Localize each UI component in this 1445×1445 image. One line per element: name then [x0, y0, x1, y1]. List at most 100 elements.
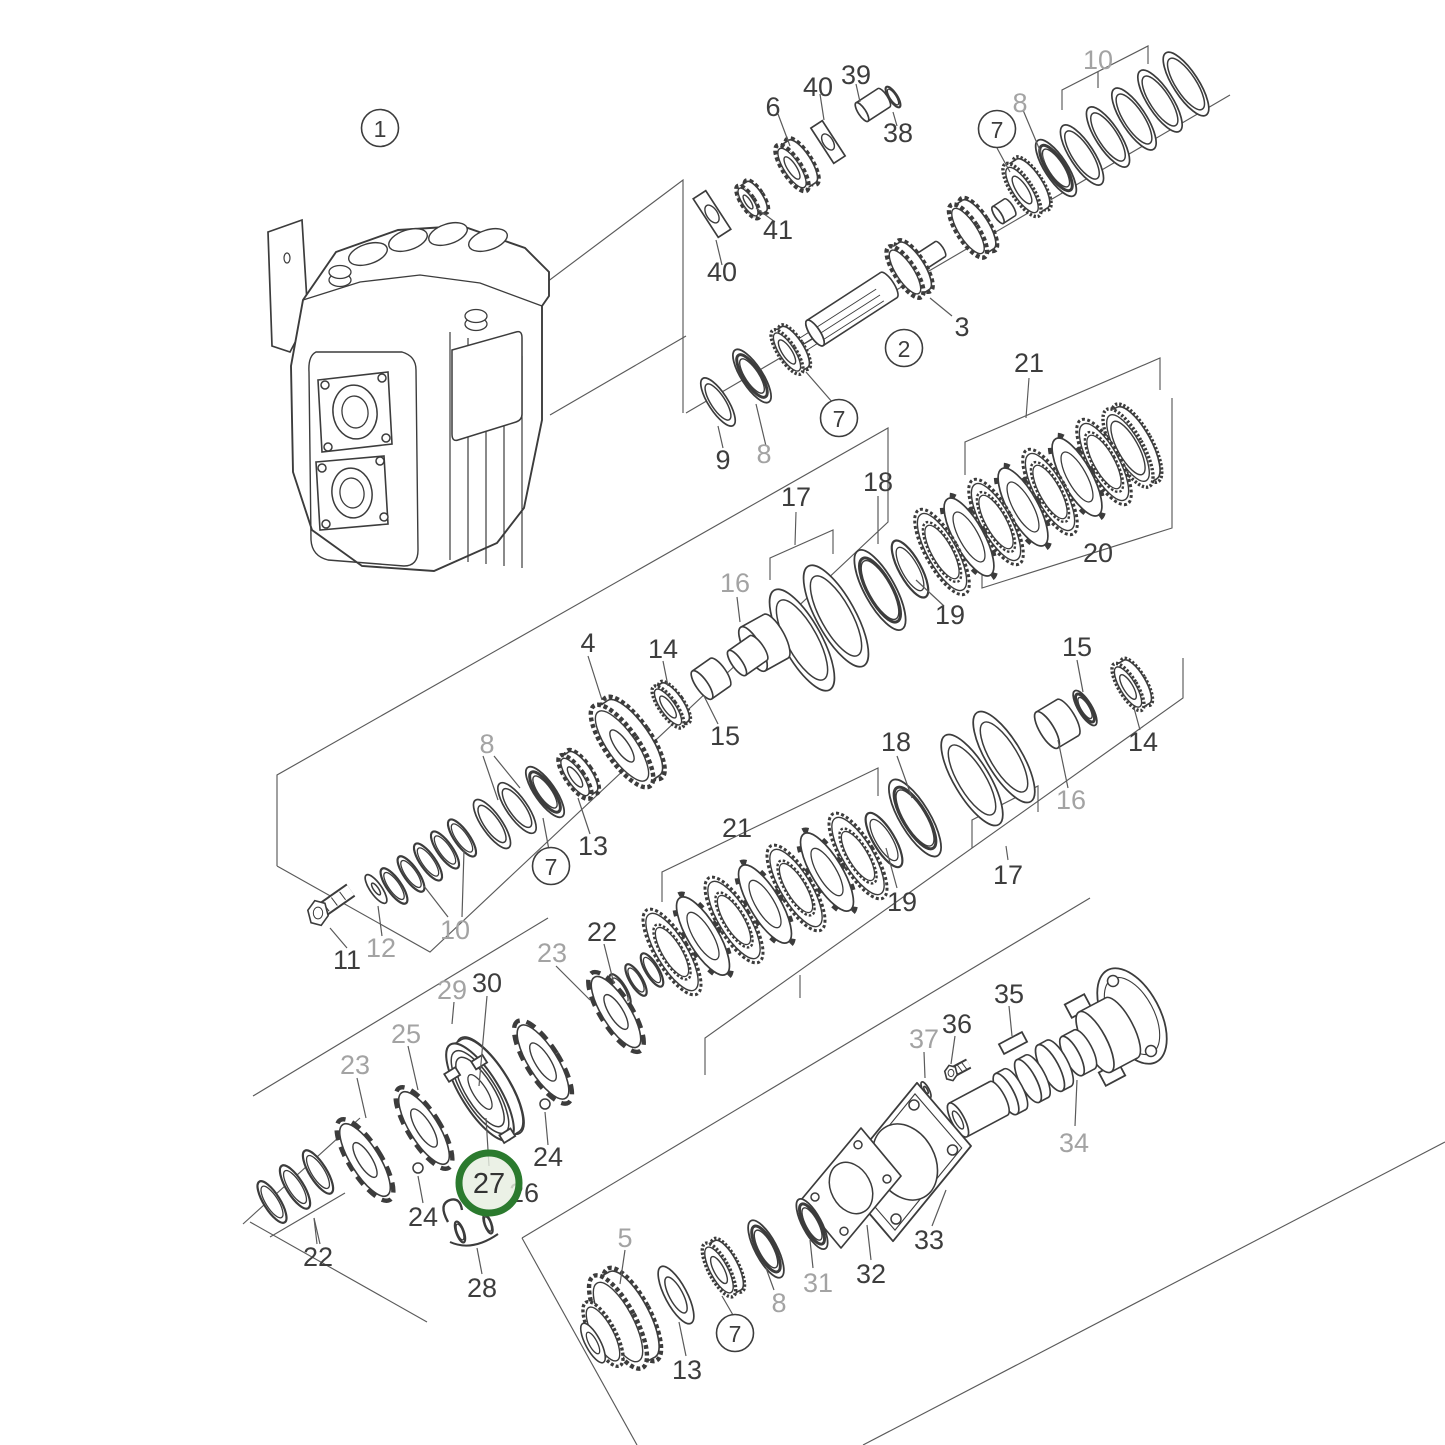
part-number-label[interactable]: 25 — [391, 1019, 421, 1049]
part-number-label[interactable]: 19 — [887, 887, 917, 917]
part-number-label[interactable]: 23 — [340, 1050, 370, 1080]
bracket-line — [249, 1221, 428, 1323]
leader-line — [329, 927, 348, 949]
part-number-label[interactable]: 5 — [617, 1223, 632, 1253]
part-number-label[interactable]: 19 — [935, 600, 965, 630]
part-cylinder-body — [1079, 997, 1138, 1073]
part-number-label[interactable]: 21 — [722, 813, 752, 843]
assembly-callout-number[interactable]: 7 — [833, 406, 846, 432]
part-ball — [908, 1099, 920, 1111]
part-number-label[interactable]: 34 — [1059, 1128, 1089, 1158]
part-number-label[interactable]: 29 — [437, 975, 467, 1005]
part-ring — [975, 490, 1017, 554]
part-ring — [709, 1255, 729, 1285]
assembly-callout-number[interactable]: 7 — [545, 854, 558, 880]
assembly-callout-circle[interactable] — [884, 328, 924, 368]
part-number-label[interactable]: 33 — [914, 1225, 944, 1255]
part-ring — [978, 494, 1014, 550]
part-number-label[interactable]: 38 — [883, 118, 913, 148]
part-number-label[interactable]: 8 — [771, 1288, 786, 1318]
assembly-callout-circle[interactable] — [977, 109, 1017, 149]
part-number-label[interactable]: 12 — [366, 933, 396, 963]
bracket-line — [661, 767, 879, 902]
assembly-callout-number[interactable]: 7 — [991, 117, 1004, 143]
leader-line — [407, 1045, 419, 1091]
part-ring — [260, 1185, 284, 1219]
part-number-label[interactable]: 31 — [803, 1268, 833, 1298]
assembly-callout-circle[interactable] — [360, 108, 400, 148]
part-ring — [854, 101, 870, 123]
part-ring — [416, 847, 440, 877]
part-ring — [979, 721, 1029, 793]
part-number-label[interactable]: 6 — [765, 92, 780, 122]
part-number-label[interactable]: 16 — [1056, 785, 1086, 815]
part-ring — [528, 770, 562, 814]
part-number-label[interactable]: 15 — [710, 721, 740, 751]
assembly-callout-number[interactable]: 1 — [374, 116, 387, 142]
part-number-label[interactable]: 37 — [909, 1024, 939, 1054]
part-number-label[interactable]: 36 — [942, 1009, 972, 1039]
leader-line — [1133, 707, 1141, 731]
part-number-label[interactable]: 10 — [1083, 45, 1113, 75]
bracket-line — [269, 1192, 346, 1238]
part-number-label[interactable]: 9 — [715, 445, 730, 475]
leader-line — [931, 1189, 947, 1227]
part-ring — [726, 649, 748, 677]
part-number-label[interactable]: 14 — [648, 634, 678, 664]
part-number-label[interactable]: 21 — [1014, 348, 1044, 378]
part-ring — [609, 729, 635, 763]
part-number-label[interactable]: 11 — [333, 945, 361, 975]
part-number-label[interactable]: 17 — [781, 482, 811, 512]
part-number-label[interactable]: 35 — [994, 979, 1024, 1009]
part-ring — [672, 891, 734, 981]
part-number-label[interactable]: 22 — [587, 917, 617, 947]
diagram-line — [948, 1080, 991, 1104]
bracket-line — [964, 357, 1161, 475]
part-ring — [869, 818, 899, 862]
highlighted-part-number[interactable]: 27 — [473, 1168, 505, 1200]
assembly-callout-number[interactable]: 7 — [729, 1321, 742, 1347]
assembly-callout-circle[interactable] — [715, 1313, 755, 1353]
part-number-label[interactable]: 13 — [672, 1355, 702, 1385]
part-number-label[interactable]: 24 — [408, 1202, 438, 1232]
assembly-callout-number[interactable]: 2 — [898, 336, 911, 362]
highlighted-part-ring[interactable] — [455, 1149, 523, 1217]
part-number-label[interactable]: 13 — [578, 831, 608, 861]
part-ring — [467, 1074, 493, 1110]
part-ring — [1038, 143, 1074, 193]
part-number-label[interactable]: 32 — [856, 1259, 886, 1289]
part-number-label[interactable]: 16 — [720, 568, 750, 598]
part-number-label[interactable]: 10 — [440, 915, 470, 945]
assembly-callout-circle[interactable] — [531, 846, 571, 886]
part-number-label[interactable]: 41 — [763, 215, 793, 245]
leader-line — [950, 1035, 956, 1065]
part-number-label[interactable]: 40 — [803, 72, 833, 102]
part-ring — [888, 249, 922, 295]
part-number-label[interactable]: 17 — [993, 860, 1023, 890]
part-number-label[interactable]: 4 — [580, 628, 595, 658]
part-number-label[interactable]: 39 — [841, 60, 871, 90]
part-number-label[interactable]: 8 — [1012, 88, 1027, 118]
part-number-label[interactable]: 18 — [881, 727, 911, 757]
part-number-label[interactable]: 30 — [472, 968, 502, 998]
part-number-label[interactable]: 3 — [954, 312, 969, 342]
part-number-label[interactable]: 15 — [1062, 632, 1092, 662]
assembly-callout-circle[interactable] — [819, 398, 859, 438]
part-number-label[interactable]: 8 — [479, 729, 494, 759]
part-number-label[interactable]: 22 — [303, 1242, 333, 1272]
part-number-label[interactable]: 18 — [863, 467, 893, 497]
highlighted-part-fill[interactable] — [461, 1155, 517, 1211]
leader-line — [587, 655, 603, 701]
part-number-label[interactable]: 8 — [756, 439, 771, 469]
part-number-label[interactable]: 40 — [707, 257, 737, 287]
part-ring — [753, 1229, 779, 1269]
part-ring — [339, 477, 365, 509]
part-number-label[interactable]: 20 — [1083, 538, 1113, 568]
part-number-label[interactable]: 28 — [467, 1273, 497, 1303]
part-number-label[interactable]: 24 — [533, 1142, 563, 1172]
part-ring — [455, 1223, 465, 1241]
part-ball — [323, 442, 333, 452]
leader-line — [544, 1111, 549, 1146]
part-number-label[interactable]: 23 — [537, 938, 567, 968]
part-number-label[interactable]: 14 — [1128, 727, 1158, 757]
